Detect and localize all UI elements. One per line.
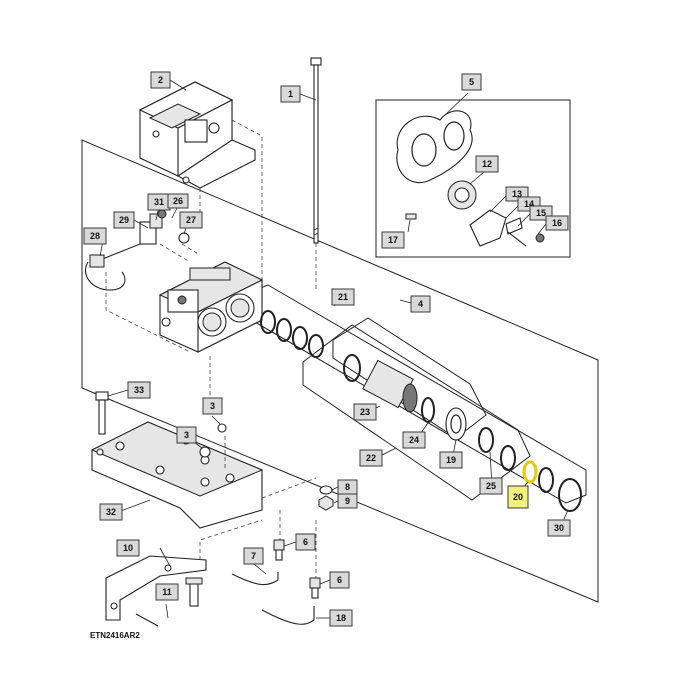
svg-text:9: 9 xyxy=(345,496,350,506)
svg-text:11: 11 xyxy=(162,587,172,597)
callout-7: 7 xyxy=(243,547,264,565)
hose-fitting-assembly xyxy=(84,209,190,291)
group-22-frame xyxy=(302,324,531,501)
fitting-6b xyxy=(309,577,321,599)
svg-text:21: 21 xyxy=(338,292,348,302)
callout-19: 19 xyxy=(439,451,463,469)
svg-text:19: 19 xyxy=(446,455,456,465)
svg-text:25: 25 xyxy=(486,481,496,491)
mounting-bracket xyxy=(105,555,207,627)
callout-22: 22 xyxy=(359,449,383,467)
callout-24: 24 xyxy=(402,431,426,449)
svg-text:13: 13 xyxy=(512,189,522,199)
callout-10: 10 xyxy=(116,539,140,557)
callout-20-highlighted: 20 xyxy=(507,485,529,509)
callout-26: 26 xyxy=(167,193,189,209)
svg-text:2: 2 xyxy=(158,75,163,85)
callout-28: 28 xyxy=(83,227,107,245)
svg-text:31: 31 xyxy=(154,197,164,207)
svg-text:23: 23 xyxy=(360,407,370,417)
svg-text:6: 6 xyxy=(303,537,308,547)
figure-code: ETN2416AR2 xyxy=(90,631,140,640)
washer-3a xyxy=(217,423,227,433)
group-24-frame xyxy=(332,317,487,439)
svg-text:20: 20 xyxy=(513,492,523,502)
svg-text:32: 32 xyxy=(106,507,116,517)
inset-parts xyxy=(396,110,545,247)
callout-6a: 6 xyxy=(295,533,316,551)
svg-text:7: 7 xyxy=(251,551,256,561)
washer-3b xyxy=(199,446,211,458)
callout-21: 21 xyxy=(331,288,355,306)
svg-text:3: 3 xyxy=(210,401,215,411)
callout-23: 23 xyxy=(353,403,377,421)
svg-text:3: 3 xyxy=(184,430,189,440)
svg-text:28: 28 xyxy=(90,231,100,241)
callout-17: 17 xyxy=(381,231,405,249)
callout-25: 25 xyxy=(479,477,503,495)
callout-33: 33 xyxy=(127,381,151,399)
svg-text:8: 8 xyxy=(345,482,350,492)
svg-text:1: 1 xyxy=(288,89,293,99)
base-plate-part xyxy=(90,421,264,529)
callout-9: 9 xyxy=(337,493,358,509)
callout-18: 18 xyxy=(329,609,353,627)
callout-32: 32 xyxy=(99,503,123,521)
callout-11: 11 xyxy=(155,583,179,601)
callout-27: 27 xyxy=(179,211,203,229)
spool-assembly-24 xyxy=(343,354,467,441)
valve-body-part xyxy=(158,261,264,353)
callout-12: 12 xyxy=(475,155,499,173)
svg-text:33: 33 xyxy=(134,385,144,395)
callout-3b: 3 xyxy=(176,426,197,444)
callout-29: 29 xyxy=(113,211,135,229)
svg-text:6: 6 xyxy=(337,575,342,585)
highlighted-o-ring-20 xyxy=(522,460,538,484)
callout-2: 2 xyxy=(150,71,171,89)
callout-31: 31 xyxy=(147,193,171,211)
svg-text:27: 27 xyxy=(186,215,196,225)
o-ring-set-21 xyxy=(260,310,324,358)
pipe-18 xyxy=(261,606,315,625)
svg-text:10: 10 xyxy=(123,543,133,553)
cover-plate-part xyxy=(138,81,256,189)
callout-4: 4 xyxy=(410,295,431,313)
hex-bolt-33 xyxy=(95,391,109,435)
nut-washer-8-9 xyxy=(318,485,334,511)
svg-text:16: 16 xyxy=(552,218,562,228)
ring-set-22 xyxy=(478,427,582,512)
svg-text:5: 5 xyxy=(469,77,474,87)
fitting-6a xyxy=(273,539,285,561)
callout-3a: 3 xyxy=(202,397,223,415)
pipe-7 xyxy=(231,572,279,586)
svg-text:17: 17 xyxy=(388,235,398,245)
callout-5: 5 xyxy=(461,73,482,91)
svg-text:24: 24 xyxy=(409,435,419,445)
callout-16: 16 xyxy=(545,215,569,231)
svg-text:15: 15 xyxy=(536,208,546,218)
svg-text:30: 30 xyxy=(554,523,564,533)
callout-30: 30 xyxy=(547,519,571,537)
svg-text:26: 26 xyxy=(173,196,183,206)
svg-text:4: 4 xyxy=(418,299,423,309)
callout-1: 1 xyxy=(280,85,301,103)
svg-text:18: 18 xyxy=(336,613,346,623)
detail-inset-box xyxy=(375,99,571,258)
main-group-frame xyxy=(81,139,599,603)
svg-text:12: 12 xyxy=(482,159,492,169)
callout-6b: 6 xyxy=(329,571,350,589)
svg-text:22: 22 xyxy=(366,453,376,463)
svg-text:29: 29 xyxy=(119,215,129,225)
long-bolt-part xyxy=(310,57,322,244)
callout-8: 8 xyxy=(337,479,358,495)
svg-text:14: 14 xyxy=(524,199,534,209)
